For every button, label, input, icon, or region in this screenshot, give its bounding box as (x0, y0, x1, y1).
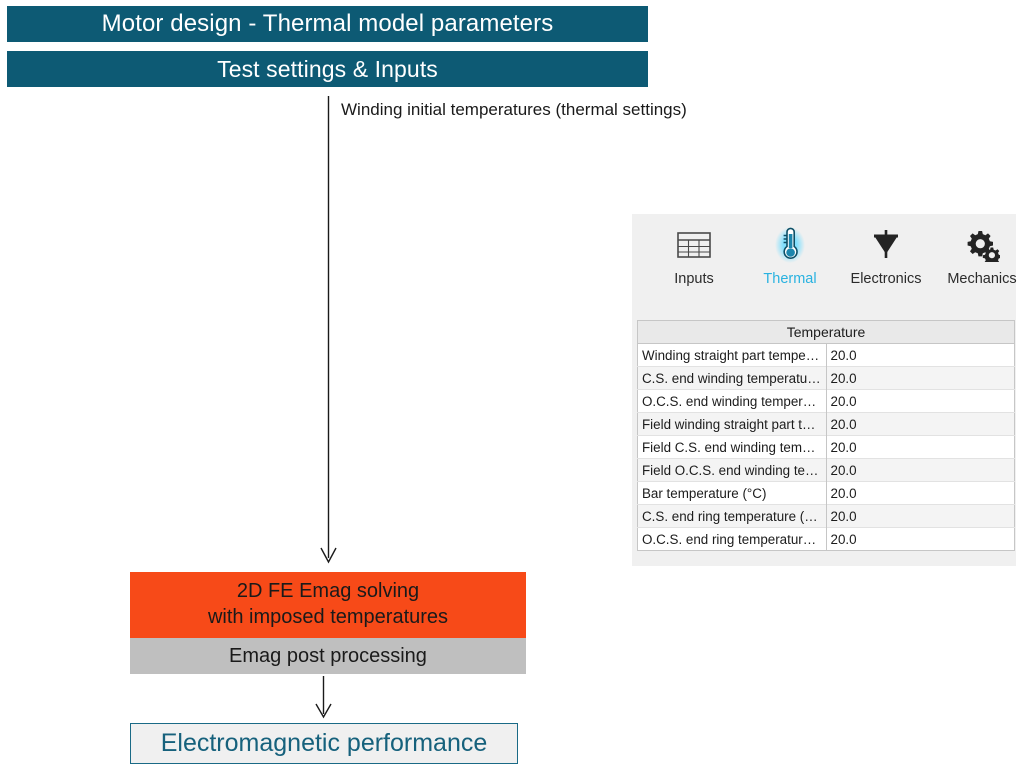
table-header-temperature: Temperature (637, 320, 1015, 344)
toolbar-tab-thermal-label: Thermal (763, 271, 817, 287)
row-label: Field C.S. end winding temperature ... (637, 435, 827, 459)
process-box-2d-fe-emag-solving: 2D FE Emag solving with imposed temperat… (130, 572, 526, 638)
solve-label-line2: with imposed temperatures (207, 606, 449, 628)
toolbar-tab-mechanics-label: Mechanics (947, 271, 1017, 287)
row-label: Field winding straight part temperat... (637, 412, 827, 436)
row-label: Winding straight part temperature (... (637, 343, 827, 367)
toolbar-tab-electronics[interactable]: Electronics (842, 226, 930, 287)
table-row[interactable]: Field O.C.S. end winding temperatu... 20… (637, 458, 1015, 482)
annotation-winding-initial-temperatures: Winding initial temperatures (thermal se… (341, 100, 687, 119)
row-label: Field O.C.S. end winding temperatu... (637, 458, 827, 482)
row-value[interactable]: 20.0 (826, 389, 1015, 413)
row-value[interactable]: 20.0 (826, 343, 1015, 367)
connector-settings-to-solver (320, 96, 337, 564)
table-grid-icon (677, 226, 711, 264)
result-box-electromagnetic-performance: Electromagnetic performance (130, 723, 518, 764)
table-row[interactable]: Winding straight part temperature (... 2… (637, 343, 1015, 367)
process-box-emag-post-processing: Emag post processing (130, 638, 526, 674)
solve-label-line1: 2D FE Emag solving (236, 580, 420, 603)
toolbar-tab-electronics-label: Electronics (850, 271, 922, 287)
toolbar-tab-thermal[interactable]: Thermal (746, 226, 834, 287)
row-value[interactable]: 20.0 (826, 412, 1015, 436)
table-row[interactable]: Field C.S. end winding temperature ... 2… (637, 435, 1015, 459)
row-value[interactable]: 20.0 (826, 481, 1015, 505)
table-row[interactable]: Field winding straight part temperat... … (637, 412, 1015, 436)
diode-icon (869, 226, 903, 264)
table-row[interactable]: O.C.S. end winding temperature (°C) 20.0 (637, 389, 1015, 413)
row-value[interactable]: 20.0 (826, 435, 1015, 459)
panel-toolbar: Inputs (632, 214, 1017, 314)
page-title: Motor design - Thermal model parameters (7, 6, 648, 42)
toolbar-tab-inputs[interactable]: Inputs (650, 226, 738, 287)
row-label: O.C.S. end winding temperature (°C) (637, 389, 827, 413)
temperature-table: Temperature Winding straight part temper… (637, 320, 1015, 551)
toolbar-tab-mechanics[interactable]: Mechanics (938, 226, 1026, 287)
row-value[interactable]: 20.0 (826, 366, 1015, 390)
gears-icon (964, 226, 1000, 264)
row-label: C.S. end ring temperature (°C) (637, 504, 827, 528)
row-label: Bar temperature (°C) (637, 481, 827, 505)
table-row[interactable]: Bar temperature (°C) 20.0 (637, 481, 1015, 505)
row-value[interactable]: 20.0 (826, 527, 1015, 551)
row-value[interactable]: 20.0 (826, 504, 1015, 528)
table-header-row: Temperature (637, 320, 1015, 344)
row-label: C.S. end winding temperature (°C) (637, 366, 827, 390)
row-value[interactable]: 20.0 (826, 458, 1015, 482)
thermometer-icon (773, 226, 807, 264)
section-title-test-settings: Test settings & Inputs (7, 51, 648, 87)
table-row[interactable]: O.C.S. end ring temperature (°C) 20.0 (637, 527, 1015, 551)
connector-post-to-result (315, 676, 332, 719)
thermal-settings-panel: Inputs (632, 214, 1017, 566)
table-row[interactable]: C.S. end ring temperature (°C) 20.0 (637, 504, 1015, 528)
table-row[interactable]: C.S. end winding temperature (°C) 20.0 (637, 366, 1015, 390)
toolbar-tab-inputs-label: Inputs (674, 271, 714, 287)
row-label: O.C.S. end ring temperature (°C) (637, 527, 827, 551)
